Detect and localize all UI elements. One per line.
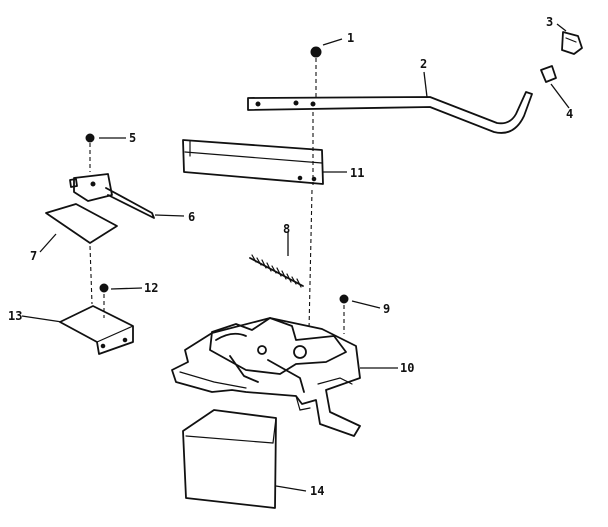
callout-4: 4 xyxy=(566,107,573,121)
callout-14: 14 xyxy=(310,484,324,498)
part-6-spring xyxy=(249,254,304,288)
part-10-latch-assembly xyxy=(171,317,361,437)
callout-12: 12 xyxy=(144,281,158,295)
callout-13: 13 xyxy=(8,309,22,323)
part-2-lever-rod xyxy=(247,91,533,134)
callout-9: 9 xyxy=(383,302,390,316)
callout-2: 2 xyxy=(420,57,427,71)
leader-lines xyxy=(21,23,570,492)
part-9-screw xyxy=(339,294,349,334)
part-5-screw xyxy=(85,133,95,172)
callout-6: 6 xyxy=(188,210,195,224)
part-4-bushing xyxy=(540,65,557,83)
part-3-end-cap xyxy=(561,31,583,55)
part-13-mounting-bracket xyxy=(59,305,134,355)
part-1-screw xyxy=(310,46,322,98)
callout-1: 1 xyxy=(347,31,354,45)
alignment-line-main xyxy=(308,112,314,331)
part-11-channel-bracket xyxy=(182,139,324,185)
part-8-switch xyxy=(69,173,155,219)
callout-5: 5 xyxy=(129,131,136,145)
part-14-block xyxy=(182,409,277,509)
callout-7: 7 xyxy=(30,249,37,263)
alignment-line-left xyxy=(89,245,93,305)
callout-10: 10 xyxy=(400,361,414,375)
part-12-screw xyxy=(99,283,109,318)
part-7-insulator xyxy=(45,203,118,244)
callout-8: 8 xyxy=(283,222,290,236)
callout-11: 11 xyxy=(350,166,364,180)
callout-3: 3 xyxy=(546,15,553,29)
